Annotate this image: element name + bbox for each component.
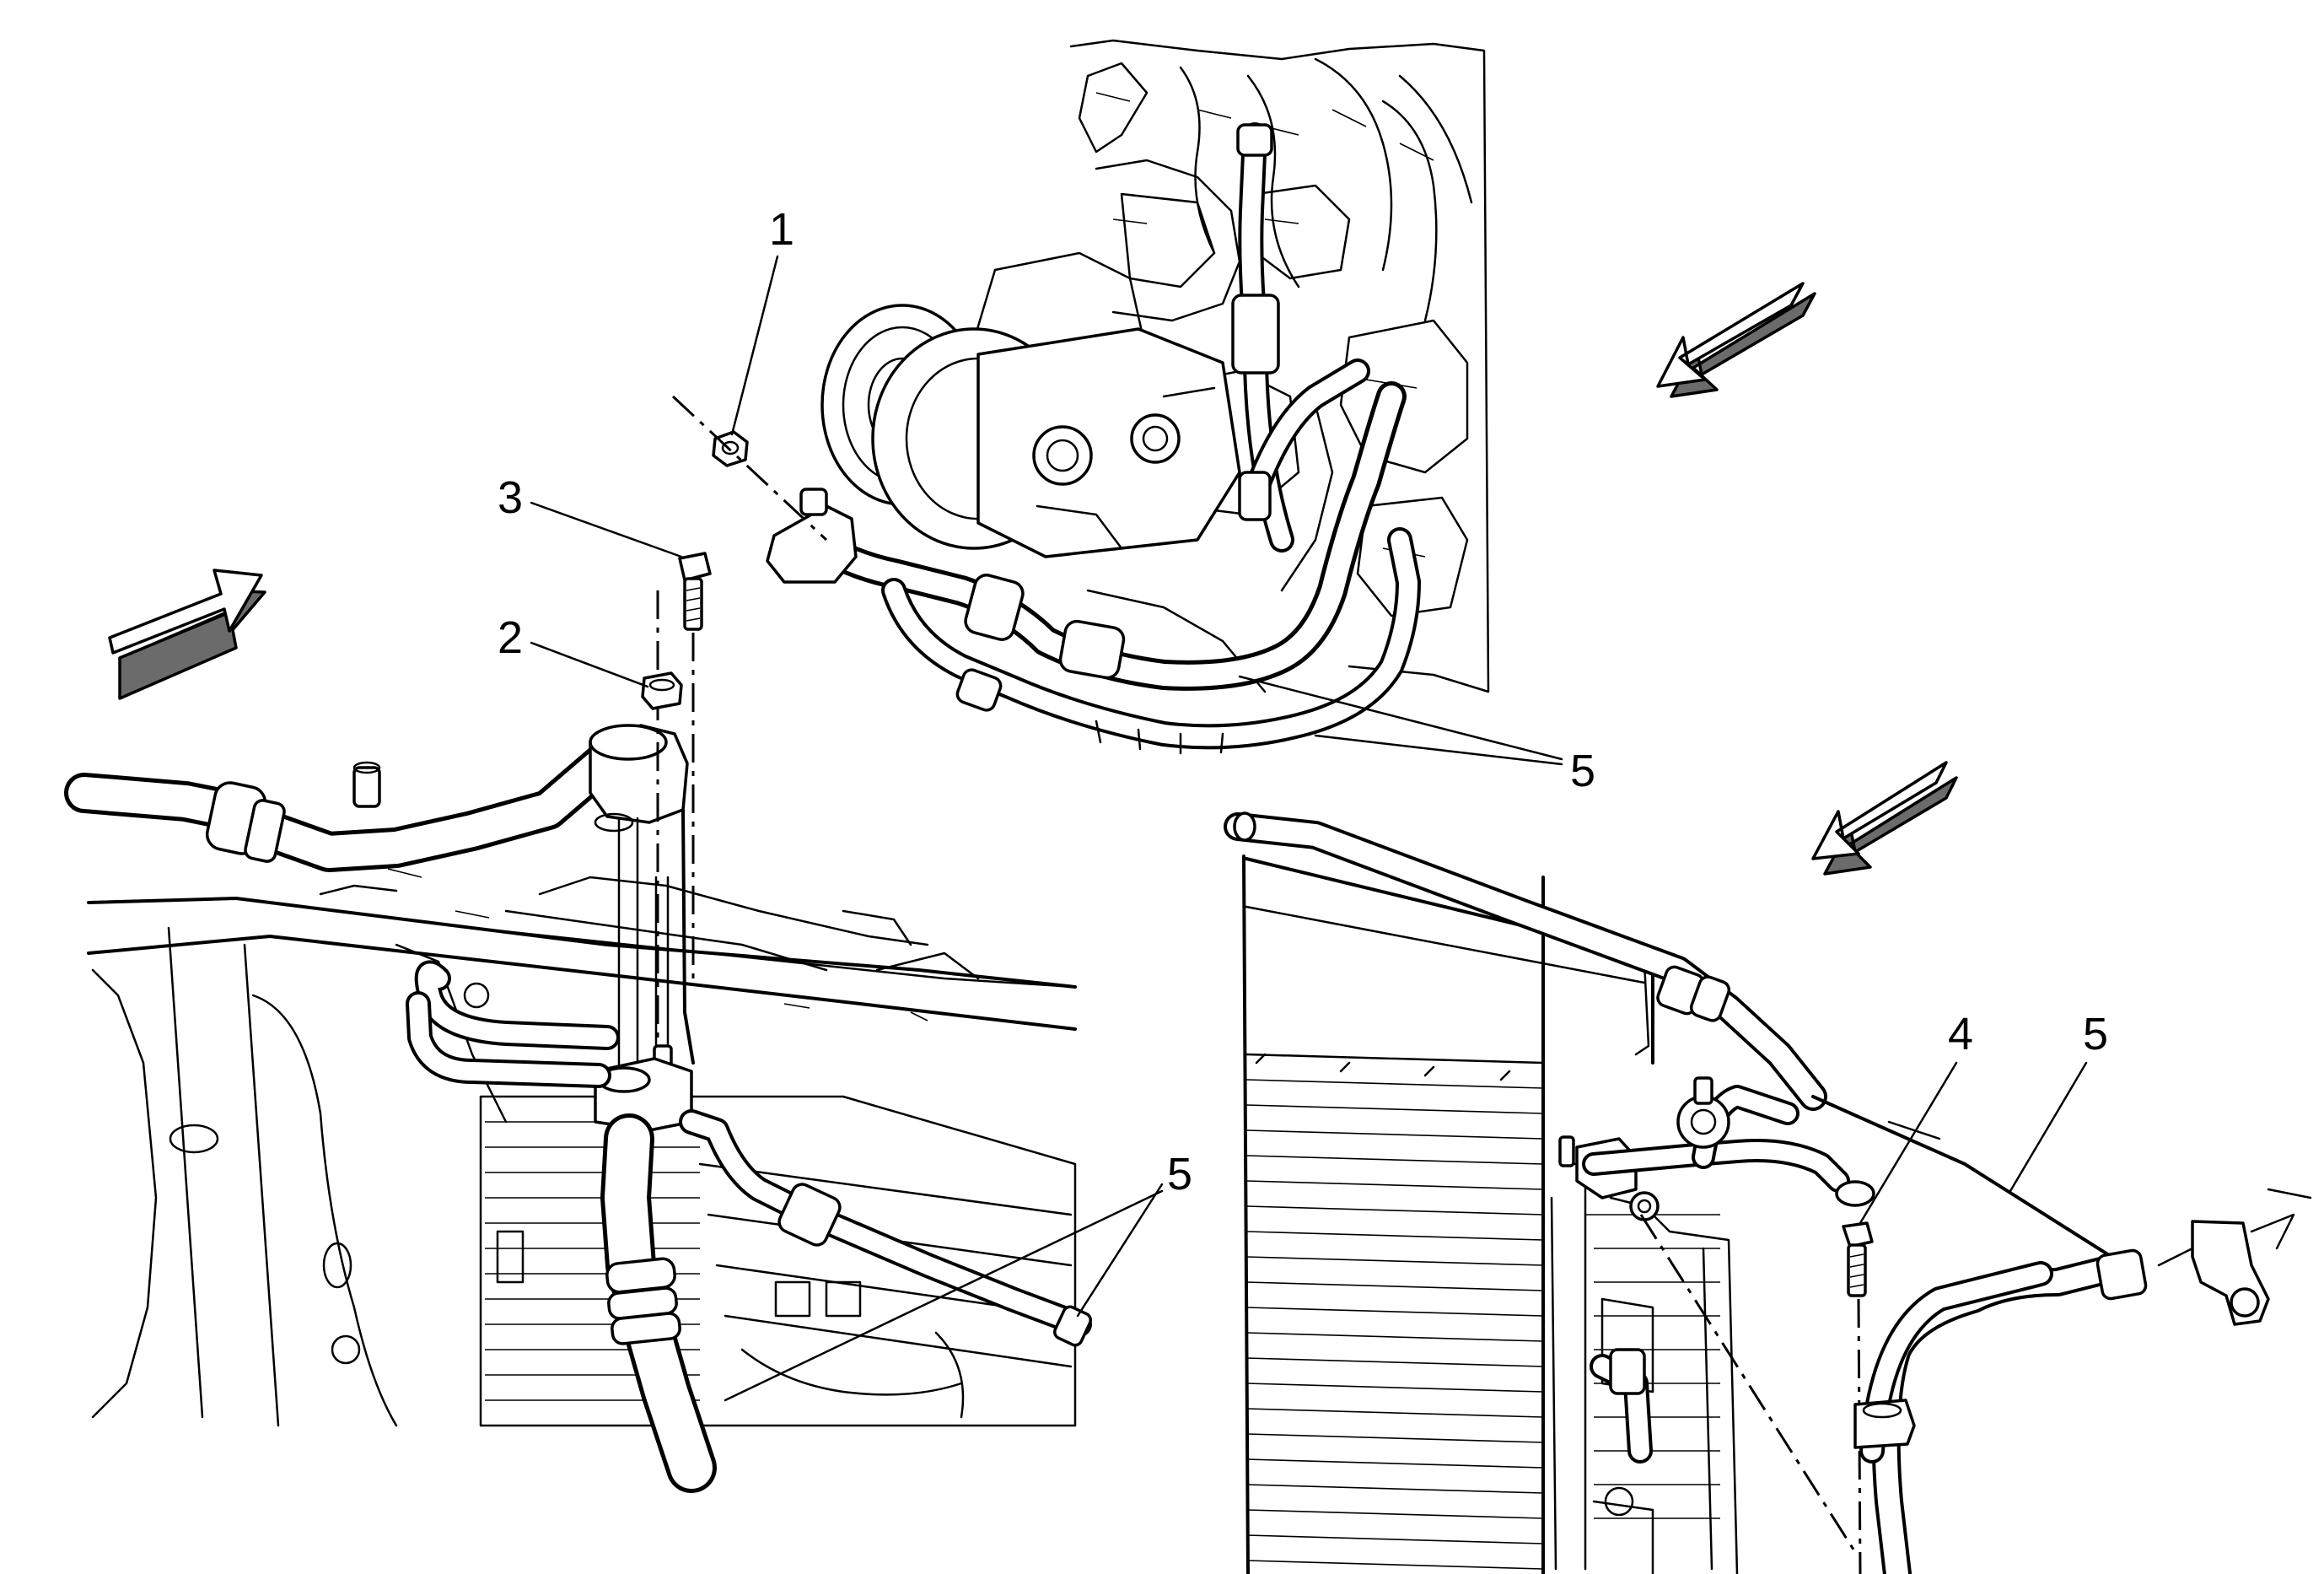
callout-5-left-leader-b xyxy=(724,1189,1164,1402)
callout-4-label: 4 xyxy=(1948,1009,1973,1059)
callout-5-top-leader-b xyxy=(1314,734,1563,766)
callout-5-right-leader xyxy=(2009,1061,2088,1193)
bolt-3-icon xyxy=(678,552,712,631)
arrow-lower-left-icon xyxy=(1811,761,1958,876)
condenser-side-view: 4 5 xyxy=(1224,761,2312,1574)
callout-5-right-label: 5 xyxy=(2083,1009,2108,1059)
callout-2-leader xyxy=(530,641,649,688)
engine-compressor-view: 1 5 xyxy=(671,39,1816,796)
callout-4-leader xyxy=(1859,1061,1958,1225)
callout-1-leader xyxy=(730,255,779,436)
arrow-upper-right-icon xyxy=(108,569,266,700)
callout-5-left-leader-a xyxy=(1076,1183,1164,1318)
nut-2-icon xyxy=(641,671,683,710)
callout-5-left-label: 5 xyxy=(1167,1149,1192,1199)
front-end-bracket-view: 3 2 5 xyxy=(64,472,1192,1493)
callout-3-leader xyxy=(530,501,683,558)
bolt-4-icon xyxy=(1842,1221,1874,1297)
callout-5-top-label: 5 xyxy=(1570,746,1595,796)
arrow-lower-left-icon xyxy=(1656,282,1816,398)
callout-3-label: 3 xyxy=(498,472,523,523)
callout-5-top-leader-a xyxy=(1238,675,1563,761)
callout-1-label: 1 xyxy=(769,204,794,255)
callout-2-label: 2 xyxy=(498,612,523,663)
